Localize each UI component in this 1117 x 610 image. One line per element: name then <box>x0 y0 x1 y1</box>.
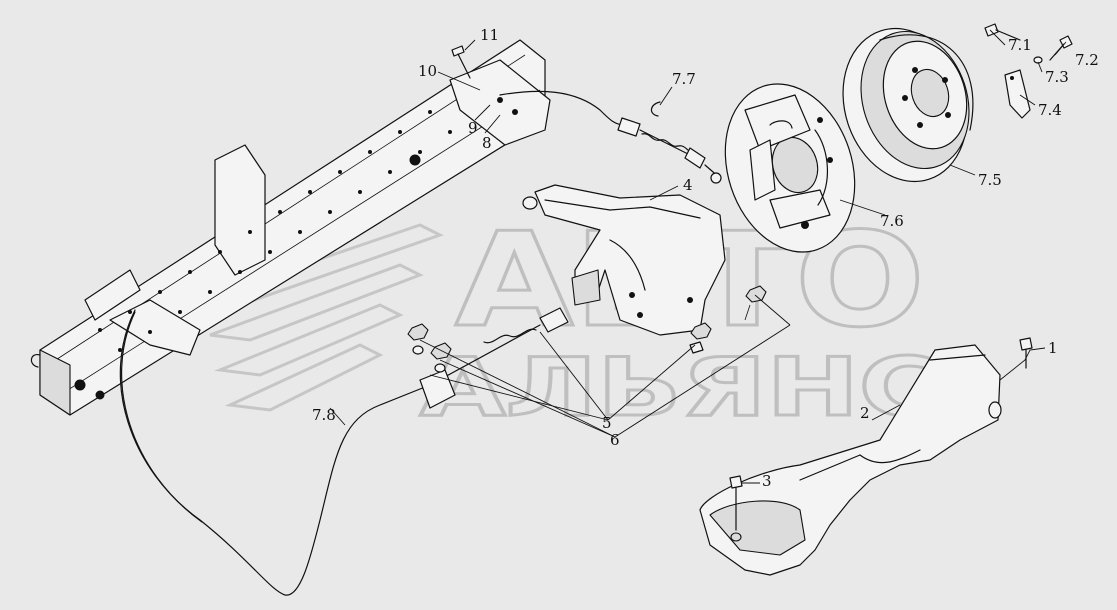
label-5: 5 <box>602 414 612 432</box>
label-7-1: 7.1 <box>1008 36 1032 54</box>
label-2: 2 <box>860 404 870 422</box>
label-8: 8 <box>482 134 492 152</box>
label-1: 1 <box>1048 339 1058 357</box>
label-11: 11 <box>480 26 499 44</box>
label-7-2: 7.2 <box>1075 51 1099 69</box>
label-7-4: 7.4 <box>1038 101 1062 119</box>
label-4: 4 <box>683 176 693 194</box>
bolt-11 <box>451 45 471 79</box>
label-7-6: 7.6 <box>880 212 904 230</box>
label-6: 6 <box>610 431 620 449</box>
label-10: 10 <box>418 62 437 80</box>
cable-7-8 <box>119 90 626 596</box>
leader-lines <box>329 29 1067 484</box>
brake-drum-7-5 <box>842 27 974 183</box>
cable-end-fitting <box>617 117 722 184</box>
console-cover-2 <box>699 344 1002 576</box>
label-7-7: 7.7 <box>672 70 696 88</box>
screw-1 <box>1019 337 1033 369</box>
label-7-3: 7.3 <box>1045 68 1069 86</box>
backing-plate-7-6 <box>724 83 856 253</box>
parking-brake-lever-4 <box>522 184 726 336</box>
cable-adjuster <box>407 307 569 409</box>
bolt-7-1 <box>984 23 1021 41</box>
label-7-5: 7.5 <box>978 171 1002 189</box>
label-3: 3 <box>762 472 772 490</box>
screw-3 <box>729 475 743 542</box>
label-9: 9 <box>468 119 478 137</box>
frame-rail <box>30 39 551 416</box>
label-7-8: 7.8 <box>312 406 336 424</box>
watermark-text-line2: АЛЬЯНС <box>420 341 940 434</box>
nut-set-right <box>689 285 767 354</box>
callout-labels: 1 2 3 4 5 6 7.1 7.2 7.3 7.4 7.5 7.6 7.7 … <box>312 26 1099 490</box>
bracket-7-4 <box>1004 69 1031 119</box>
clip-7-7 <box>650 101 661 117</box>
